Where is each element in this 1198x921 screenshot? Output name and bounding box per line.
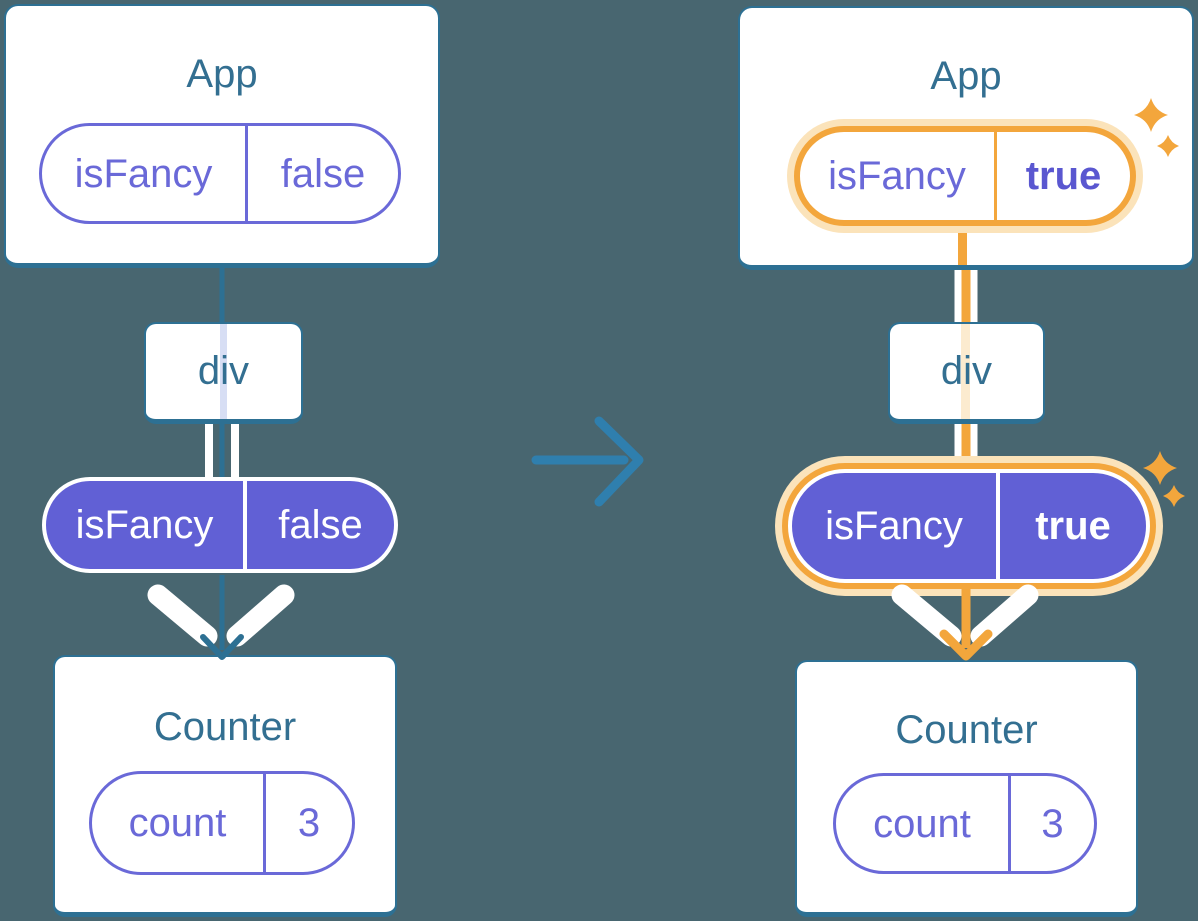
prop-name: isFancy bbox=[792, 473, 1000, 579]
div-card-after: div bbox=[888, 322, 1045, 424]
prop-name: isFancy bbox=[42, 126, 248, 221]
prop-line-stub bbox=[958, 226, 967, 265]
white-chevron-left-arm bbox=[147, 584, 218, 647]
white-chevron-right-arm bbox=[970, 584, 1039, 647]
prop-pill-app-before: isFancy false bbox=[39, 123, 401, 224]
prop-value: true bbox=[1025, 154, 1102, 198]
component-title: App bbox=[930, 54, 1002, 98]
counter-card-before: Counter count 3 bbox=[53, 655, 397, 917]
prop-arrowhead-after bbox=[939, 629, 993, 661]
faint-prop-line bbox=[220, 324, 227, 419]
component-title: Counter bbox=[153, 705, 297, 749]
node-label: div bbox=[940, 349, 993, 393]
prop-name: isFancy bbox=[46, 481, 247, 569]
white-chevron-left-arm bbox=[891, 584, 962, 647]
prop-pill-passed-after: isFancy true bbox=[788, 469, 1150, 583]
arrow-right-icon bbox=[531, 416, 644, 507]
prop-arrowhead-before bbox=[200, 634, 244, 660]
prop-value: false bbox=[280, 151, 366, 196]
node-label: div bbox=[197, 349, 250, 393]
prop-name: isFancy bbox=[800, 132, 997, 220]
sparkle-icon bbox=[1163, 485, 1185, 507]
prop-value: false bbox=[278, 503, 363, 547]
app-card-after: App isFancy true bbox=[738, 6, 1194, 270]
component-title: App bbox=[186, 52, 258, 96]
prop-value: true bbox=[1035, 504, 1111, 548]
prop-pill-app-after: isFancy true bbox=[794, 126, 1136, 226]
prop-pill-passed-before: isFancy false bbox=[42, 477, 398, 573]
state-pill-counter-before: count 3 bbox=[89, 771, 355, 875]
app-card-before: App isFancy false bbox=[4, 4, 440, 268]
div-card-before: div bbox=[144, 322, 303, 424]
counter-card-after: Counter count 3 bbox=[795, 660, 1138, 917]
state-name: count bbox=[92, 774, 266, 872]
sparkle-icon bbox=[1143, 451, 1177, 485]
faint-prop-line bbox=[961, 324, 970, 419]
state-value: 3 bbox=[1041, 801, 1064, 846]
state-name: count bbox=[836, 776, 1011, 871]
component-title: Counter bbox=[895, 708, 1038, 752]
white-chevron-right-arm bbox=[226, 584, 295, 647]
state-pill-counter-after: count 3 bbox=[833, 773, 1097, 874]
state-value: 3 bbox=[297, 801, 321, 845]
